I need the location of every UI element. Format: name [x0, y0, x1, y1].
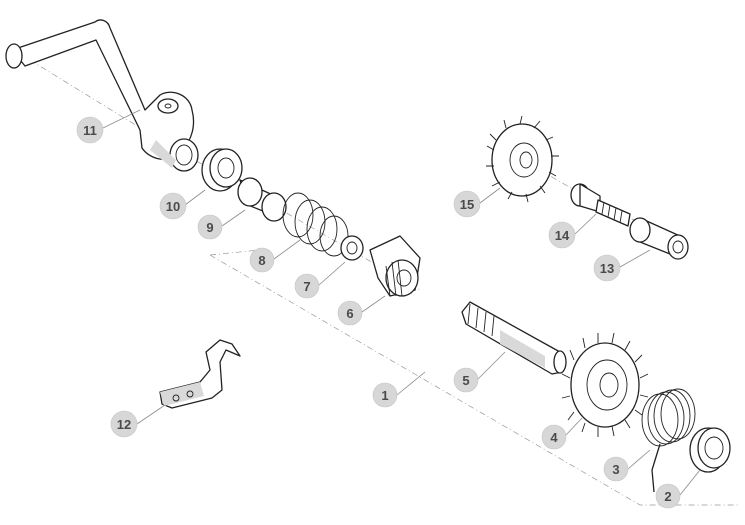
ratchet-part: [369, 235, 421, 297]
callout-13: 13: [593, 254, 621, 282]
callout-12-label: 12: [117, 417, 131, 432]
callout-10-label: 10: [166, 199, 180, 214]
torsion-spring-part: [641, 388, 696, 493]
callout-2: 2: [655, 483, 681, 509]
kickstart-gear-part: [561, 332, 649, 437]
idler-gear-part: [486, 115, 559, 203]
callout-10: 10: [159, 192, 187, 220]
callout-6-label: 6: [346, 306, 353, 321]
callout-3-label: 3: [612, 462, 619, 477]
seal-ring-part: [201, 148, 243, 192]
callout-1: 1: [372, 382, 398, 408]
callout-15: 15: [453, 190, 481, 218]
callout-5-label: 5: [462, 373, 469, 388]
callout-11: 11: [76, 116, 104, 144]
callout-8-label: 8: [258, 253, 265, 268]
callout-2-label: 2: [664, 489, 671, 504]
callout-14-label: 14: [555, 228, 570, 243]
callout-4-label: 4: [550, 430, 558, 445]
callout-15-label: 15: [460, 197, 474, 212]
callout-13-label: 13: [600, 261, 614, 276]
spring-part: [282, 192, 349, 257]
stopper-plate-part: [159, 339, 241, 409]
kick-lever-part: [5, 19, 199, 172]
shaft-part: [461, 301, 567, 375]
callout-12: 12: [110, 410, 138, 438]
bushing-part: [237, 177, 287, 222]
callout-9-label: 9: [206, 220, 213, 235]
callout-7-label: 7: [303, 279, 310, 294]
callout-7: 7: [294, 273, 320, 299]
leader-lines: [102, 109, 701, 496]
callout-3: 3: [603, 456, 629, 482]
washer-part: [340, 235, 364, 261]
bolt-part: [570, 183, 631, 227]
callout-6: 6: [337, 300, 363, 326]
callout-9: 9: [197, 214, 223, 240]
end-washer-part: [689, 427, 731, 473]
callout-14: 14: [548, 221, 576, 249]
sleeve-part: [629, 217, 689, 260]
callout-11-label: 11: [83, 123, 97, 138]
callout-8: 8: [249, 247, 275, 273]
callout-1-label: 1: [381, 388, 388, 403]
callout-4: 4: [541, 424, 567, 450]
callout-5: 5: [453, 367, 479, 393]
